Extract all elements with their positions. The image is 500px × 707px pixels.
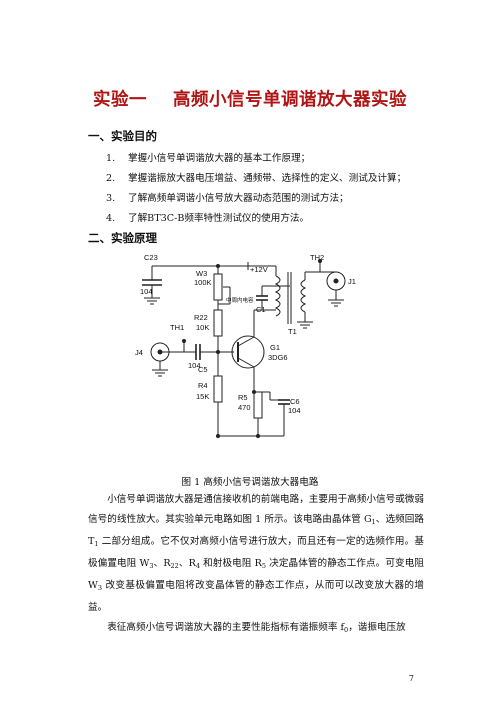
list-item: 3.了解高频单调谐小信号放大器动态范围的测试方法；: [106, 193, 349, 204]
figure-caption: 图 1 高频小信号调谐放大器电路: [181, 477, 319, 488]
label-th1: TH1: [170, 323, 184, 332]
value-r5: 470: [238, 403, 251, 412]
label-c6: C6: [290, 397, 300, 406]
value-w3: 100K: [194, 278, 212, 287]
label-vcc: +12V: [250, 265, 268, 274]
page-title: 实验一 高频小信号单调谐放大器实验: [0, 86, 500, 111]
value-c23: 104: [140, 287, 153, 296]
value-c6: 104: [288, 406, 301, 415]
circuit-diagram: C23 104 W3 100K R22 10K TH1 J4 C5 104 R4…: [135, 253, 356, 438]
section-heading-principle: 二、实验原理: [88, 231, 157, 245]
test-point-th1: [182, 339, 186, 343]
body-paragraph: 小信号单调谐放大器是通信接收机的前端电路，主要用于高频小信号或微弱信号的线性放大…: [88, 494, 424, 634]
label-c5: C5: [198, 365, 208, 374]
list-item: 4.了解BT3C-B频率特性测试仪的使用方法。: [106, 213, 310, 224]
page-number: 7: [408, 674, 414, 683]
label-j1: J1: [348, 277, 356, 286]
label-r22: R22: [194, 313, 208, 322]
test-point-th2: [318, 259, 322, 263]
label-c23: C23: [144, 253, 158, 262]
label-r5: R5: [238, 393, 248, 402]
value-c5: 104: [188, 361, 201, 370]
list-item: 2.掌握谐振放大器电压增益、通频带、选择性的定义、测试及计算；: [106, 173, 407, 184]
title-part-2: 高频小信号单调谐放大器实验: [173, 90, 407, 110]
label-c1-note: 中周内电容: [226, 296, 254, 304]
value-g1: 3DG6: [268, 353, 288, 362]
label-r4: R4: [198, 381, 208, 390]
label-w3: W3: [196, 269, 207, 278]
label-t1: T1: [288, 327, 297, 336]
title-part-1: 实验一: [93, 90, 147, 110]
value-r22: 10K: [196, 323, 209, 332]
value-r4: 15K: [196, 392, 209, 401]
label-g1: G1: [270, 343, 280, 352]
label-c1: C1: [256, 305, 266, 314]
label-th2: TH2: [310, 253, 324, 262]
section-heading-objectives: 一、实验目的: [88, 129, 157, 143]
list-item: 1.掌握小信号单调谐放大器的基本工作原理；: [106, 153, 311, 164]
label-j4: J4: [135, 348, 143, 357]
